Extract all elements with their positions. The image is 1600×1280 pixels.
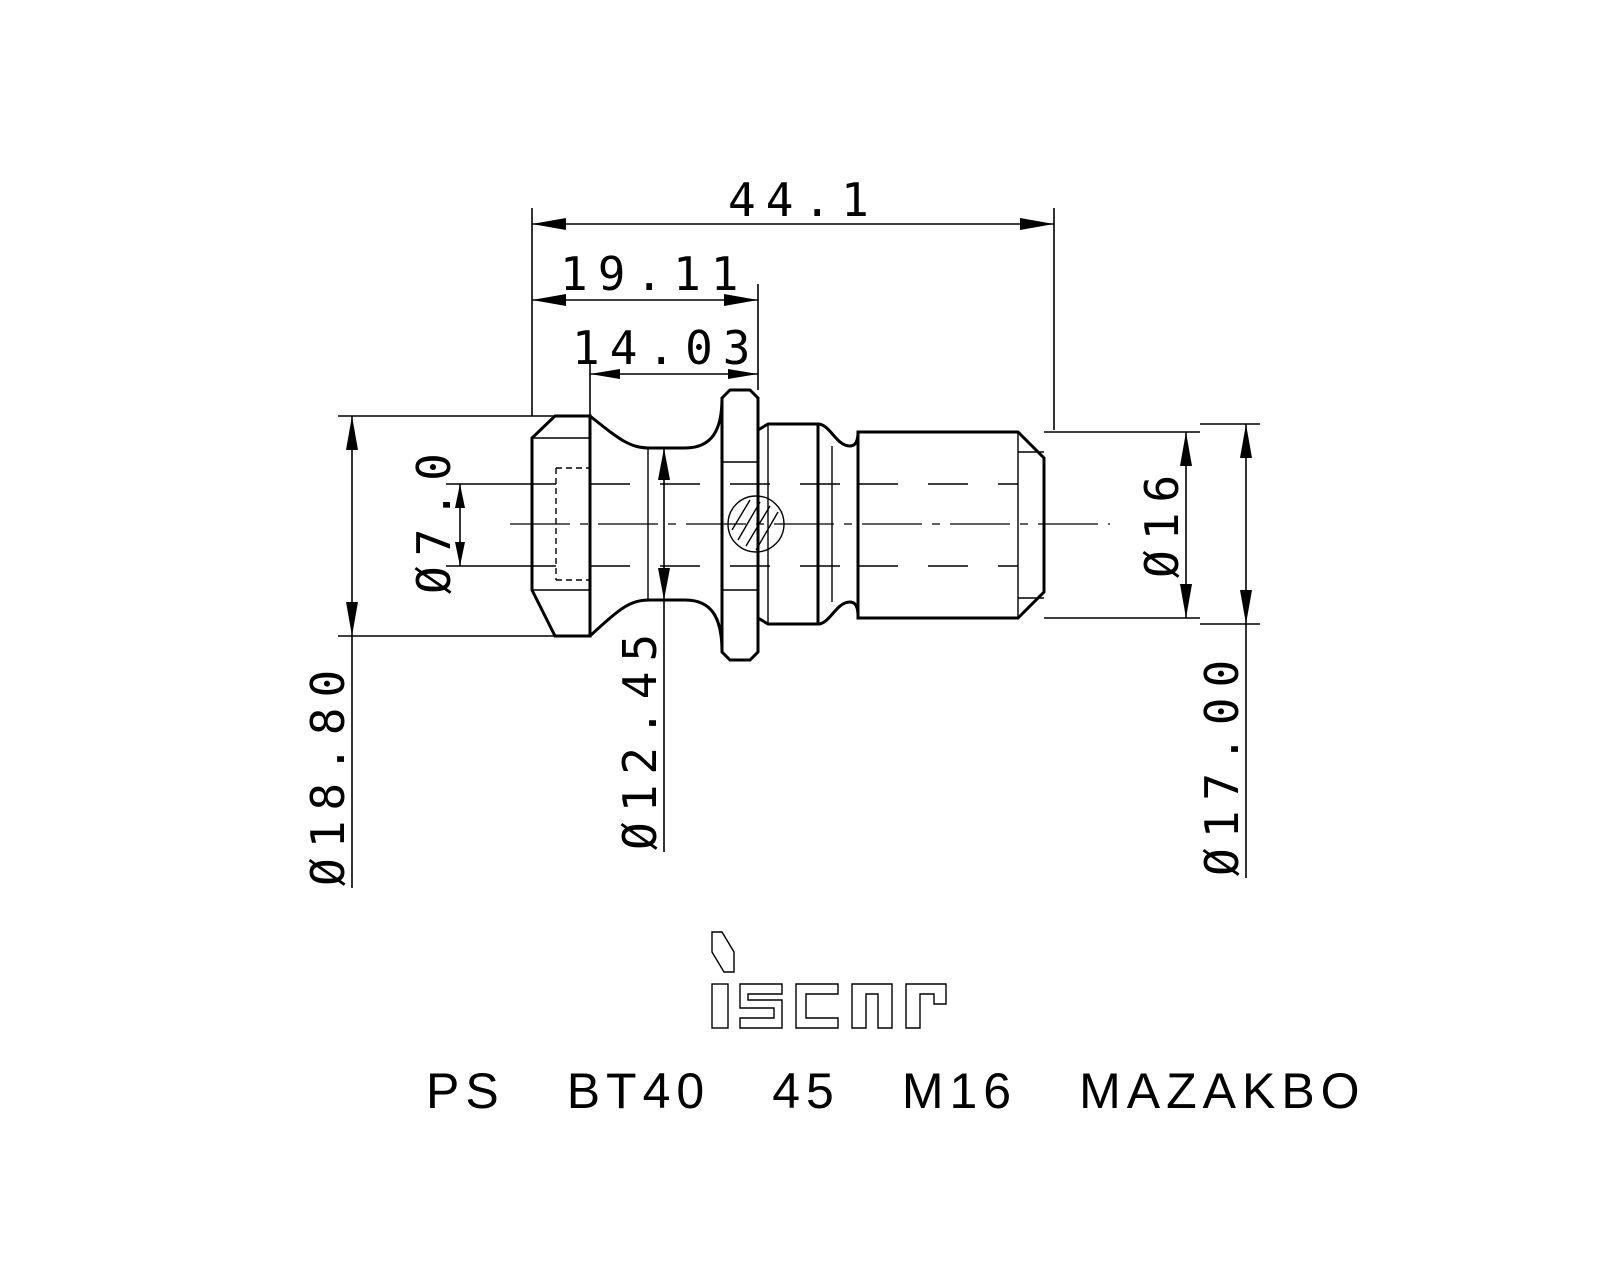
thread-body [856, 430, 1046, 620]
dimension-14-03: 14.03 [572, 321, 760, 416]
flange [720, 388, 760, 662]
dimension-19-11: 19.11 [532, 247, 759, 390]
part-number-caption: PS BT40 45 M16 MAZAKBO [426, 1063, 1366, 1119]
head-profile [530, 414, 592, 638]
dimension-diameter-18-80: Ø18.80 [301, 415, 556, 888]
dimension-diameter-7-0: Ø7.0 [407, 443, 556, 594]
dimension-44-1: 44.1 [531, 173, 1055, 430]
dim-bore-diameter: Ø7.0 [407, 443, 461, 594]
dim-flange-offset: 14.03 [572, 321, 760, 375]
section-hatch [731, 499, 779, 551]
pull-stud-outline [510, 388, 1110, 662]
iscar-logo: iscar [711, 931, 947, 1029]
dimension-diameter-16: Ø16 [1044, 431, 1200, 619]
dim-length-to-flange: 19.11 [560, 247, 748, 301]
dimension-diameter-12-45: Ø12.45 [613, 448, 670, 852]
dim-shank-diameter: Ø17.00 [1195, 650, 1249, 876]
dim-head-diameter: Ø18.80 [301, 660, 355, 886]
dim-overall-length: 44.1 [728, 173, 879, 227]
dimension-diameter-17-00: Ø17.00 [1195, 423, 1260, 878]
neck-profile [588, 397, 724, 653]
dim-neck-diameter: Ø12.45 [613, 624, 667, 850]
dim-thread-diameter: Ø16 [1135, 465, 1189, 578]
